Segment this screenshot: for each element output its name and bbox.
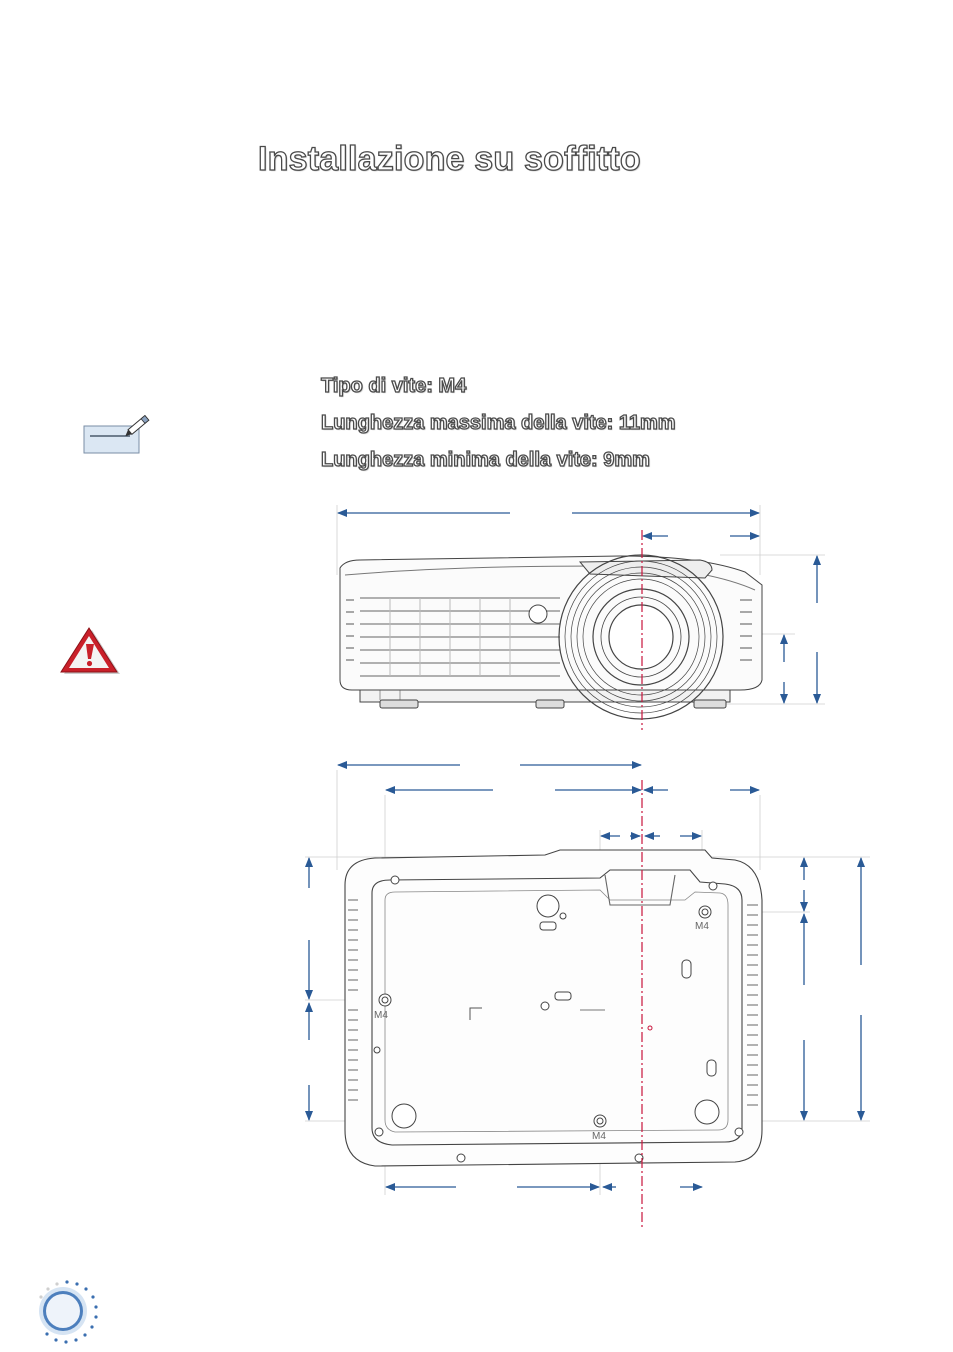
page-title: Installazione su soffitto: [257, 139, 641, 178]
page-number-badge: [39, 1280, 98, 1344]
projector-bottom-view-diagram: M4 M4 M4: [305, 761, 870, 1228]
m4-label-bottom: M4: [592, 1131, 606, 1142]
projector-front-view-diagram: [336, 505, 825, 730]
screw-min-length-text: Lunghezza minima della vite: 9mm: [320, 448, 650, 471]
m4-label-right: M4: [695, 921, 709, 932]
screw-type-text: Tipo di vite: M4: [320, 374, 467, 397]
pencil-note-icon: [83, 414, 150, 454]
screw-specs: Tipo di vite: M4 Lunghezza massima della…: [320, 368, 676, 479]
screw-max-length-text: Lunghezza massima della vite: 11mm: [320, 411, 676, 434]
warning-triangle-icon: [60, 627, 120, 674]
m4-label-left: M4: [374, 1010, 388, 1021]
